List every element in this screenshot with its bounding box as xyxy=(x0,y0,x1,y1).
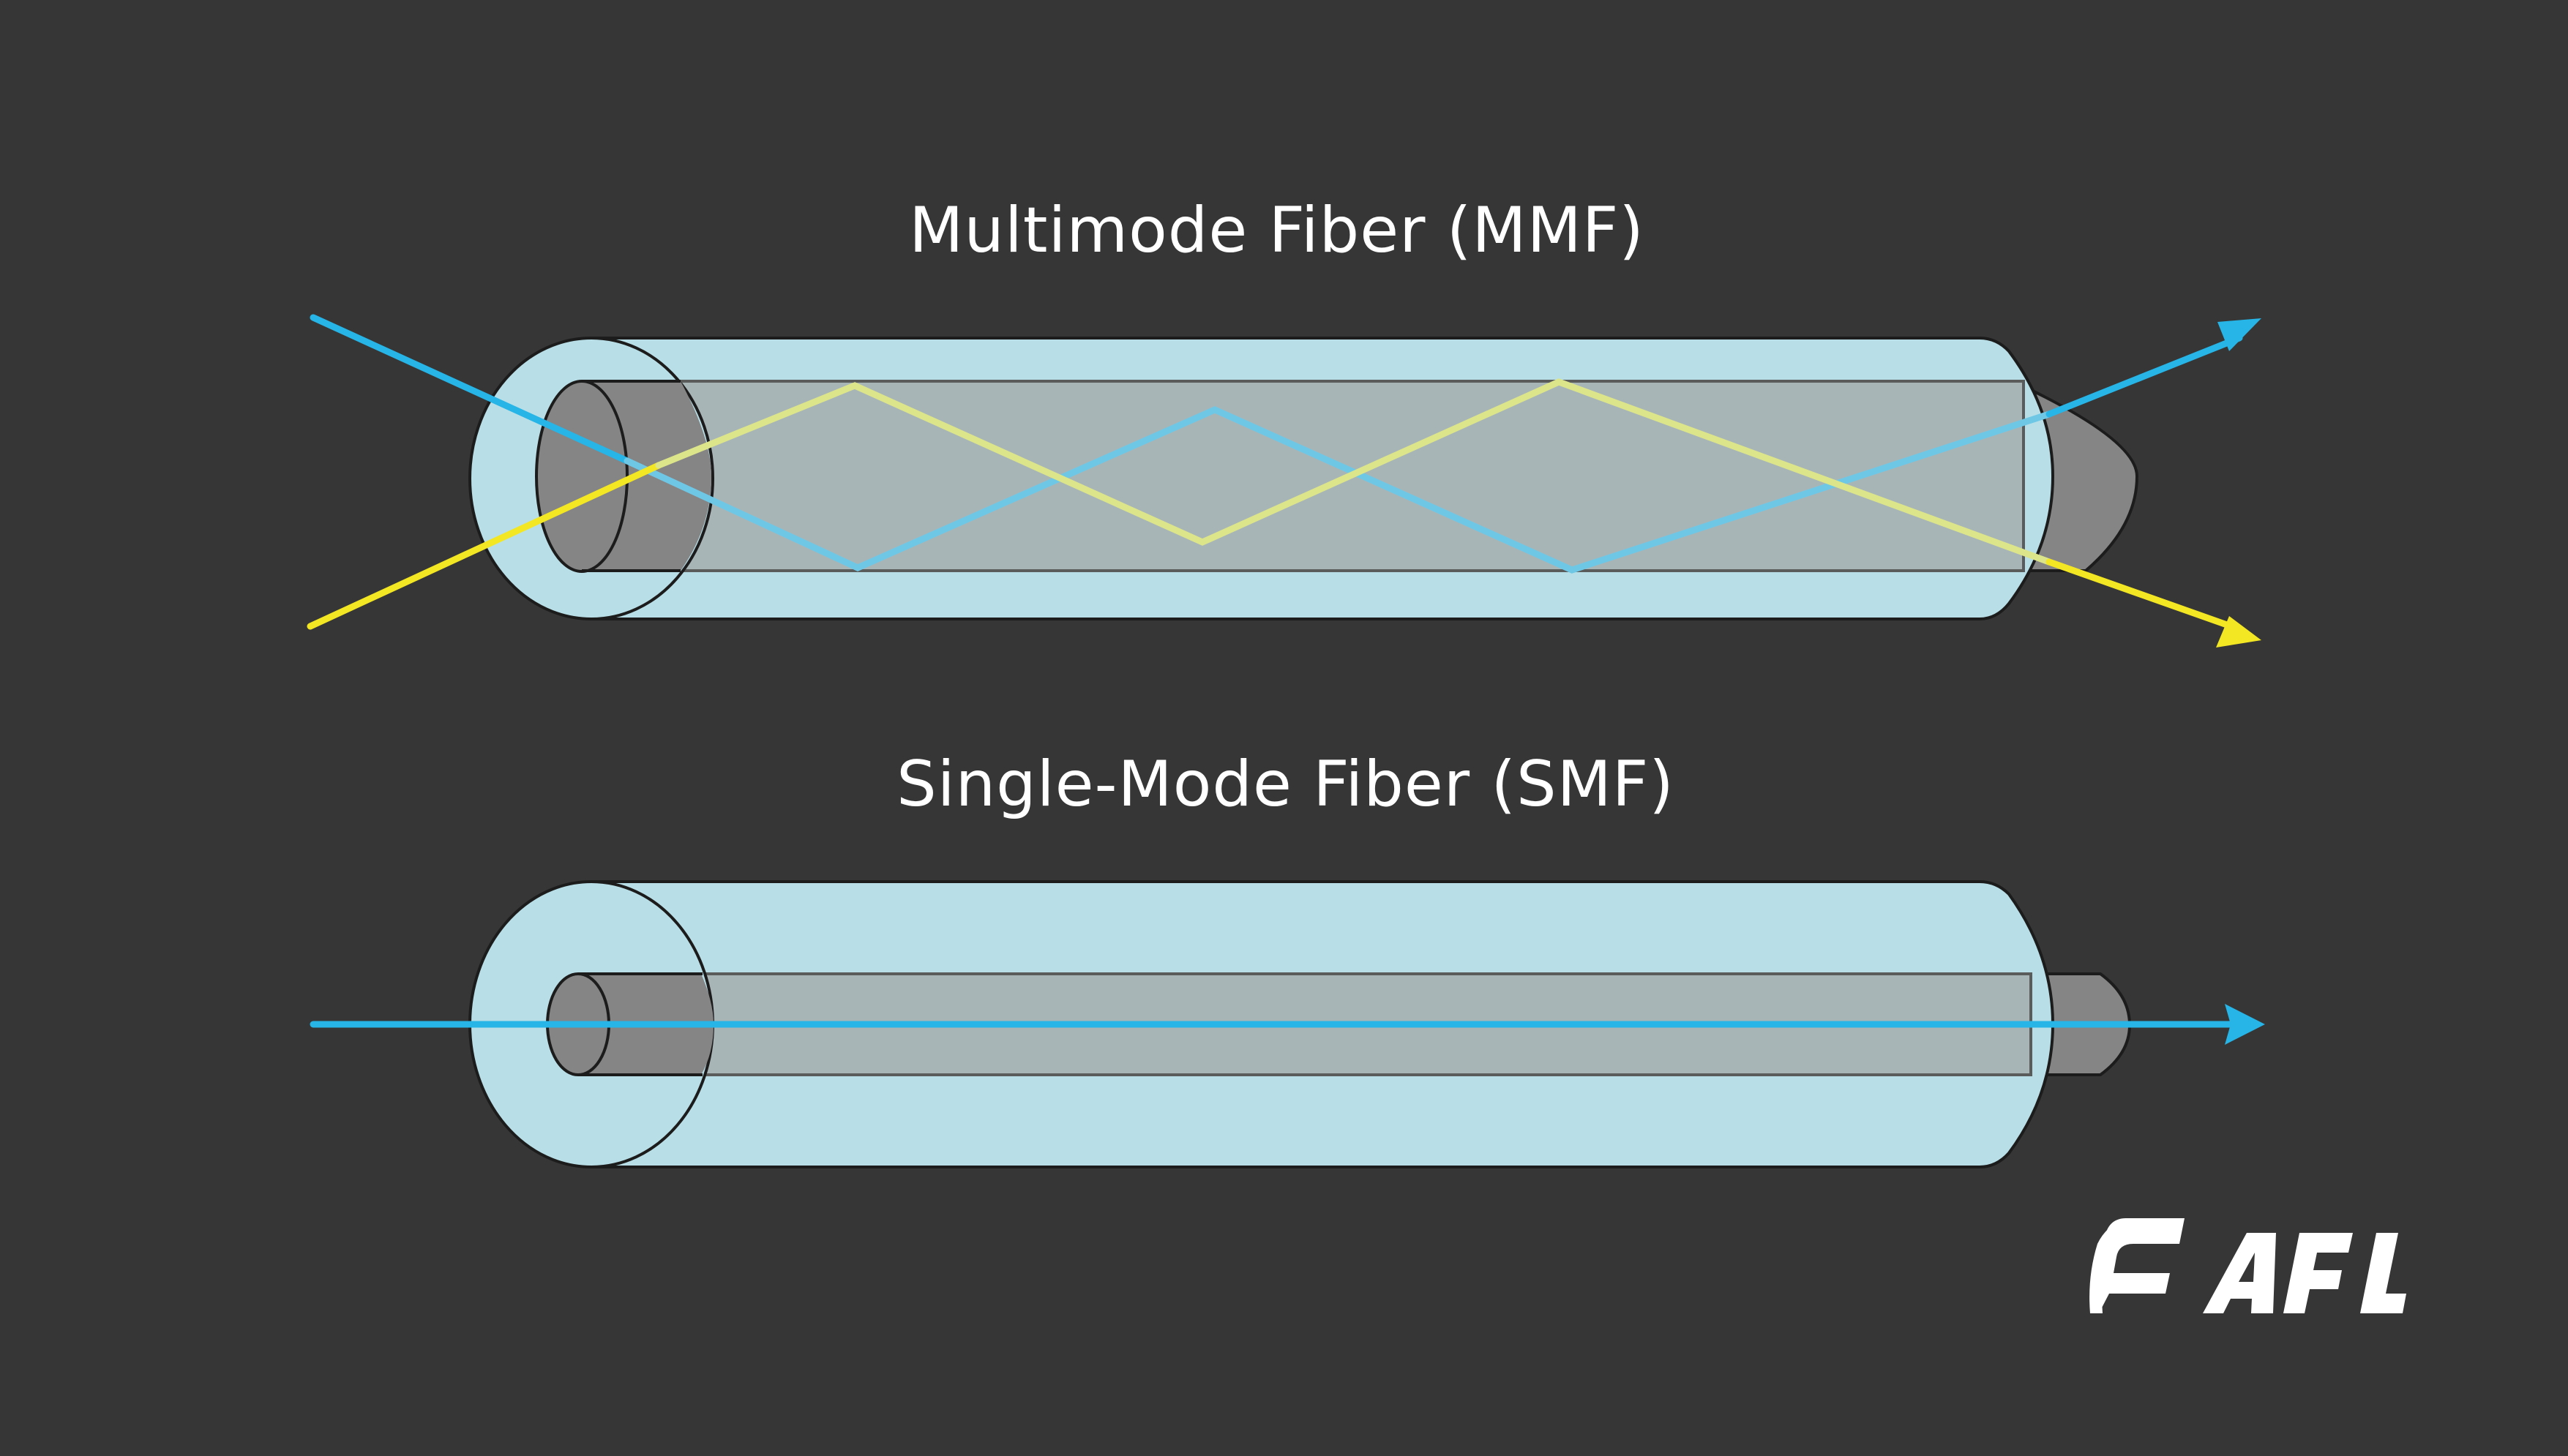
logo-f-mark xyxy=(2096,1218,2185,1313)
logo-letter-l xyxy=(2360,1233,2406,1313)
mmf-fiber xyxy=(468,337,2139,620)
afl-logo xyxy=(2089,1218,2406,1313)
mmf-yellow-arrowhead xyxy=(2216,616,2261,648)
mmf-core-face xyxy=(535,380,629,573)
logo-letter-f xyxy=(2283,1233,2353,1313)
mmf-blue-ray-core xyxy=(624,406,2053,574)
mmf-rays xyxy=(307,314,2261,648)
mmf-yellow-ray-core xyxy=(655,378,2053,566)
smf-blue-arrowhead xyxy=(2225,1004,2265,1045)
logo-letter-a xyxy=(2203,1233,2276,1313)
mmf-blue-ray-out xyxy=(2045,334,2243,418)
mmf-yellow-ray-out xyxy=(2045,558,2243,633)
mmf-yellow-ray-in xyxy=(307,462,662,630)
logo-f-sweep xyxy=(2089,1218,2131,1313)
smf-rays xyxy=(310,1004,2265,1045)
mmf-blue-ray-in xyxy=(310,314,631,465)
mmf-blue-arrowhead xyxy=(2217,318,2261,351)
smf-title: Single-Mode Fiber (SMF) xyxy=(896,748,1674,821)
mmf-title: Multimode Fiber (MMF) xyxy=(909,194,1644,267)
mmf-core-inner xyxy=(580,380,2025,572)
